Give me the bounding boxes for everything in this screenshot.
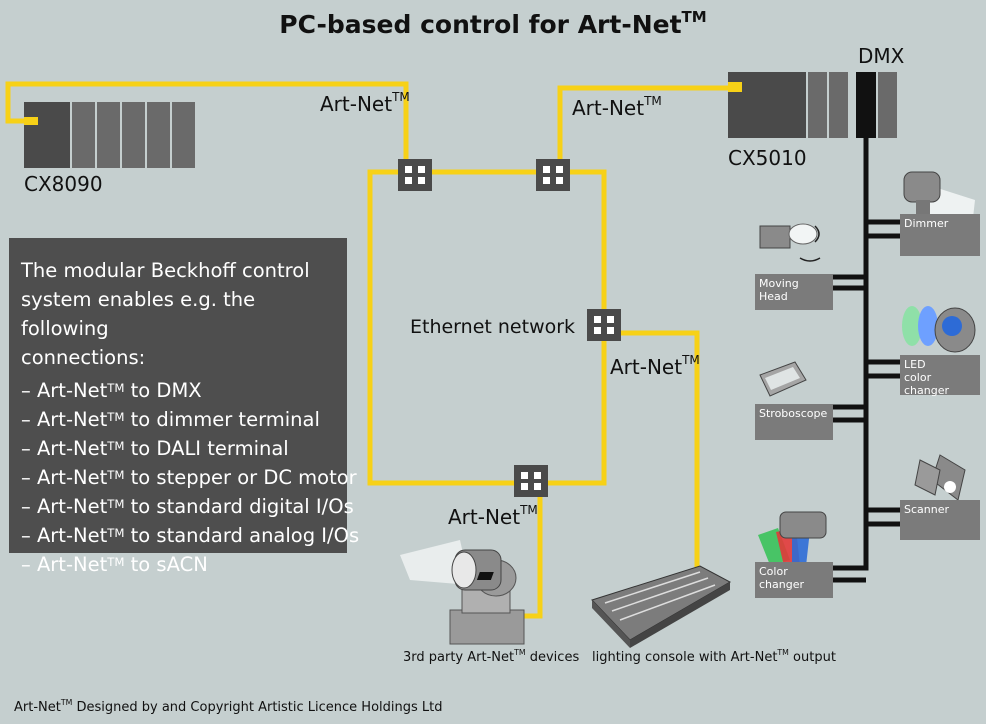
moving-head-small-icon (759, 223, 821, 262)
scanner-icon (914, 454, 966, 501)
cable-console (604, 330, 700, 578)
device-label-moving-head: Moving Head (755, 274, 833, 310)
list-item: – Art-NetTM to DALI terminal (21, 437, 289, 460)
cable-cx8090 (5, 81, 409, 172)
cable-third-party (520, 483, 543, 619)
dmx-label: DMX (858, 44, 905, 68)
cx5010-device (728, 72, 897, 138)
list-item: – Art-NetTM to dimmer terminal (21, 408, 320, 431)
color-changer-icon (758, 511, 827, 566)
cx8090-label: CX8090 (24, 172, 103, 196)
lighting-console-icon (476, 565, 732, 648)
moving-head-light-icon (400, 540, 525, 645)
artnet-label-cx5010: Art-NetTM (572, 94, 662, 120)
list-item: – Art-NetTM to standard analog I/Os (21, 524, 360, 547)
ethernet-network-label: Ethernet network (410, 316, 576, 338)
cable-cx5010 (557, 85, 740, 172)
stroboscope-icon (759, 361, 807, 397)
device-label-stroboscope: Stroboscope (755, 404, 833, 440)
device-label-dimmer: Dimmer (900, 214, 980, 256)
artnet-label-console: Art-NetTM (610, 353, 700, 379)
artnet-label-cx8090: Art-NetTM (320, 90, 410, 116)
list-item: – Art-NetTM to DMX (21, 379, 202, 402)
lighting-console-label: lighting console with Art-NetTM output (592, 648, 836, 665)
device-label-scanner: Scanner (900, 500, 980, 540)
led-color-changer-icon (902, 306, 976, 353)
info-intro: The modular Beckhoff control system enab… (21, 259, 310, 369)
list-item: – Art-NetTM to standard digital I/Os (21, 495, 354, 518)
dmx-bus (833, 219, 900, 571)
third-party-devices-label: 3rd party Art-NetTM devices (403, 648, 580, 665)
switch-icons (398, 159, 621, 497)
connection-list: – Art-NetTM to DMX – Art-NetTM to dimmer… (21, 376, 360, 579)
artnet-label-third-party: Art-NetTM (448, 503, 538, 529)
copyright-footer: Art-NetTM Designed by and Copyright Arti… (14, 698, 443, 715)
cx8090-device (24, 102, 195, 168)
device-label-color-changer: Color changer (755, 562, 833, 598)
page-title: PC-based control for Art-NetTM (279, 8, 707, 39)
info-box: The modular Beckhoff control system enab… (9, 238, 359, 576)
list-item: – Art-NetTM to sACN (21, 553, 208, 576)
list-item: – Art-NetTM to stepper or DC motor (21, 466, 357, 489)
cx5010-label: CX5010 (728, 146, 807, 170)
